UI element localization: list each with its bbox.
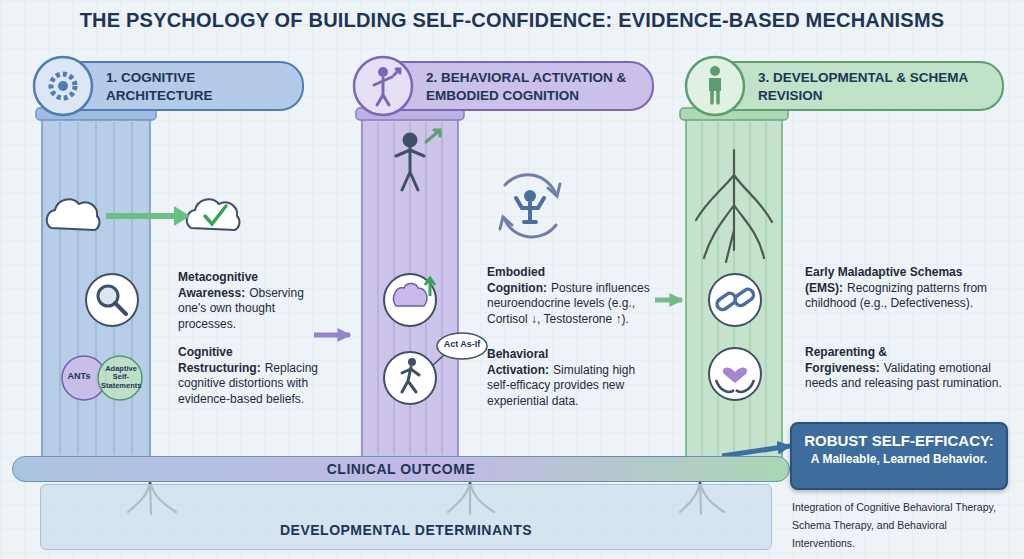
mechanism-item: Embodied Cognition:Posture influences ne… [487,265,650,327]
icon-label: ANTs [62,372,96,382]
mechanism-item: Metacognitive Awareness:Observing one's … [178,270,312,332]
header-icon [30,55,96,121]
child-legs [712,91,718,103]
pillar-heading: 1. COGNITIVE ARCHITECTURE [106,70,213,103]
header-text-wrap: 1. COGNITIVE ARCHITECTURE [106,68,294,104]
box-text: ROBUST SELF-EFFICACY: [802,432,996,449]
walker-icon [384,333,487,404]
pillar-heading: 3. DEVELOPMENTAL & SCHEMA REVISION [758,70,968,103]
foundation-band: DEVELOPMENTAL DETERMINANTS [40,484,772,550]
gear-hub [58,81,68,91]
mechanism-item: Cognitive Restructuring:Replacing cognit… [178,345,312,407]
title: THE PSYCHOLOGY OF BUILDING SELF-CONFIDEN… [0,9,1024,32]
brain-icon [384,274,436,326]
pillar: 3. DEVELOPMENTAL & SCHEMA REVISION Early … [682,55,1008,420]
item-heading: Reparenting & Forgiveness: [805,345,887,375]
column-2 [356,108,464,458]
pillar-heading: 2. BEHAVIORAL ACTIVATION & EMBODIED COGN… [426,70,626,103]
base-text: DEVELOPMENTAL DETERMINANTS [280,522,532,538]
mechanism-item: Behavioral Activation:Simulating high se… [487,347,650,409]
icon-label: Act As-If [439,340,485,350]
icon-label-text: Adaptive Self-Statements [101,364,141,390]
box-text: A Malleable, Learned Behavior. [802,452,996,466]
hands-heart-icon [709,348,761,400]
mechanism-item: Early Maladaptive Schemas (EMS):Recogniz… [805,265,1003,312]
outcome-box: ROBUST SELF-EFFICACY: A Malleable, Learne… [790,422,1008,490]
item-heading: Embodied Cognition: [487,265,547,295]
title-text: THE PSYCHOLOGY OF BUILDING SELF-CONFIDEN… [80,9,945,31]
person-head [378,67,388,77]
column-3 [680,108,788,458]
icon-circle [686,57,744,115]
icon-circle [354,57,412,115]
column-1 [36,108,156,458]
magnifier-icon [86,274,138,326]
header-text-wrap: 2. BEHAVIORAL ACTIVATION & EMBODIED COGN… [426,68,644,104]
caption-text: Integration of Cognitive Behavioral Ther… [792,501,996,549]
header-icon [350,55,416,121]
caption: Integration of Cognitive Behavioral Ther… [792,497,1008,551]
item-heading: Behavioral Activation: [487,347,549,377]
flow-arrow [655,298,682,303]
outcome-band: CLINICAL OUTCOME [12,456,790,482]
mechanism-item: Reparenting & Forgiveness:Validating emo… [805,345,1003,392]
gear-glyph [51,74,75,98]
flow-arrow [314,333,350,338]
icon-label: Adaptive Self-Statements [101,365,141,390]
item-heading: Metacognitive Awareness: [178,270,258,300]
schema-roots [696,150,772,262]
icon-label-text: Act As-If [444,339,481,349]
child-body [709,78,721,91]
band-text: CLINICAL OUTCOME [327,461,476,477]
person-body [374,69,400,105]
thought-clouds [47,199,240,230]
icon-circle [34,57,92,115]
chain-icon [709,274,761,326]
pillar: 1. COGNITIVE ARCHITECTURE Metacognitive A… [30,55,314,420]
header-icon [682,55,748,121]
child-head [710,66,720,76]
venn-icon [62,356,142,400]
flex-figure [500,175,560,237]
flow-arrow [722,446,790,456]
icon-label-text: ANTs [68,371,91,381]
posture-figure [396,130,440,190]
header-text-wrap: 3. DEVELOPMENTAL & SCHEMA REVISION [758,68,994,104]
item-heading: Cognitive Restructuring: [178,345,261,375]
pillar: 2. BEHAVIORAL ACTIVATION & EMBODIED COGN… [350,55,655,420]
